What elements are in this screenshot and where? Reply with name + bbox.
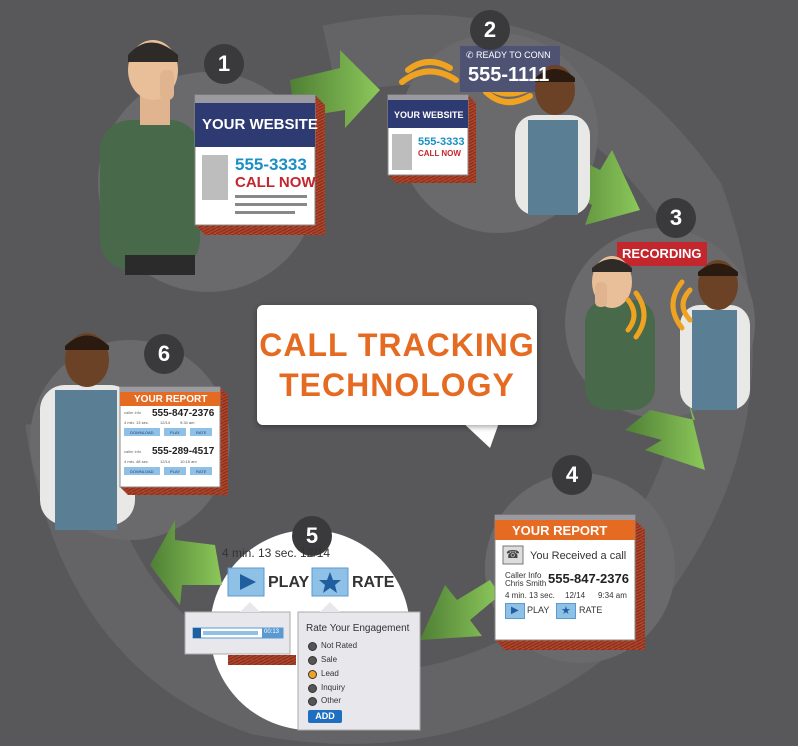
- arrow-5-to-6: [150, 520, 222, 605]
- play-icon: ▶: [511, 605, 519, 616]
- call-1-time: 9:34 am: [180, 420, 195, 425]
- report-header-4: YOUR REPORT: [512, 523, 608, 538]
- website-2: [387, 94, 476, 183]
- website-banner-2: YOUR WEBSITE: [394, 110, 464, 120]
- radio-inquiry[interactable]: [308, 684, 317, 693]
- call-1-play[interactable]: PLAY: [170, 430, 180, 435]
- call-1-download[interactable]: DOWNLOAD: [130, 430, 154, 435]
- option-other: Other: [321, 696, 342, 705]
- call-2-rate[interactable]: RATE: [196, 469, 207, 474]
- option-lead: Lead: [321, 669, 339, 678]
- call-now-1: CALL NOW: [235, 174, 316, 191]
- rate-title: Rate Your Engagement: [306, 623, 410, 634]
- title-line-2: TECHNOLOGY: [279, 367, 515, 403]
- star-shape: [319, 572, 341, 593]
- radio-other[interactable]: [308, 697, 317, 706]
- rate-popup: [297, 611, 421, 731]
- step-number-1: 1: [204, 44, 244, 84]
- website-phone-1: 555-3333: [235, 155, 307, 174]
- radio-sale[interactable]: [308, 656, 317, 665]
- step-number-6: 6: [144, 334, 184, 374]
- website-banner-1: YOUR WEBSITE: [202, 116, 318, 133]
- add-button[interactable]: ADD: [308, 710, 342, 723]
- call-1-phone: 555-847-2376: [152, 408, 215, 419]
- report-header-6: YOUR REPORT: [134, 394, 208, 405]
- arrow-3-to-4: [625, 400, 705, 470]
- person-2: [515, 65, 590, 215]
- person-3b: [680, 260, 750, 410]
- recording-badge-bg: [617, 242, 707, 266]
- phone-icon: ☎: [506, 549, 520, 561]
- call-2-phone: 555-289-4517: [152, 446, 215, 457]
- person-3a: [585, 256, 655, 410]
- caller-info-label: Caller Info: [505, 571, 542, 580]
- call-1-duration: 4 min. 13 sec.: [124, 420, 149, 425]
- website-1: [194, 94, 325, 235]
- call-2-download[interactable]: DOWNLOAD: [130, 469, 154, 474]
- rate-button-4[interactable]: ★: [556, 603, 576, 619]
- call-meta-5: 4 min. 13 sec. 12/14: [222, 546, 331, 560]
- call-1-rate[interactable]: RATE: [196, 430, 207, 435]
- call-date-4: 12/14: [565, 591, 586, 600]
- call-2-date: 12/14: [160, 459, 171, 464]
- call-now-2: CALL NOW: [418, 149, 461, 158]
- caller-name: Chris Smith: [505, 579, 547, 588]
- forward-phone: 555-1111: [468, 64, 550, 86]
- radio-lead[interactable]: [308, 670, 317, 679]
- star-icon: ★: [561, 604, 571, 617]
- call-time-4: 9:34 am: [598, 591, 627, 600]
- step-number-3: 3: [656, 198, 696, 238]
- phone-handset-icon: ✆: [466, 50, 477, 60]
- callout-tail: [460, 420, 500, 448]
- play-label-4: PLAY: [527, 605, 550, 615]
- report-card-6: [119, 386, 228, 495]
- connect-status-text: READY TO CONN: [476, 50, 551, 60]
- call-1-info: caller info: [124, 410, 142, 415]
- play-label-5[interactable]: PLAY: [268, 574, 310, 591]
- recording-badge: RECORDING: [622, 246, 702, 261]
- audio-progress-bar[interactable]: [193, 628, 283, 638]
- waves-3: [625, 279, 693, 340]
- person-6: [40, 333, 135, 530]
- report-card-4: [494, 514, 645, 650]
- title-line-1: CALL TRACKING: [259, 327, 535, 363]
- radio-not-rated[interactable]: [308, 642, 317, 651]
- rate-label-5[interactable]: RATE: [352, 574, 395, 591]
- call-duration-4: 4 min. 13 sec.: [505, 591, 555, 600]
- step-number-2: 2: [470, 10, 510, 50]
- rate-label-4: RATE: [579, 605, 603, 615]
- caller-phone-4: 555-847-2376: [548, 571, 629, 586]
- call-notice: You Received a call: [530, 550, 627, 562]
- play-triangle: [240, 574, 256, 590]
- step-number-4: 4: [552, 455, 592, 495]
- website-phone-2: 555-3333: [418, 136, 465, 148]
- audio-time: 00:13: [264, 629, 280, 635]
- option-sale: Sale: [321, 655, 338, 664]
- call-2-duration: 4 min. 48 sec.: [124, 459, 149, 464]
- option-inquiry: Inquiry: [321, 683, 346, 692]
- call-2-time: 10:16 am: [180, 459, 197, 464]
- play-button-4[interactable]: ▶: [505, 603, 525, 619]
- connect-status: ✆ READY TO CONN: [466, 50, 551, 61]
- call-2-info: caller info: [124, 449, 142, 454]
- title-callout: CALL TRACKING TECHNOLOGY: [257, 305, 537, 425]
- call-2-play[interactable]: PLAY: [170, 469, 180, 474]
- step-number-5: 5: [292, 516, 332, 556]
- call-1-date: 12/14: [160, 420, 171, 425]
- person-1: [100, 40, 200, 275]
- arrow-4-to-5: [420, 580, 500, 640]
- option-not-rated: Not Rated: [321, 641, 358, 650]
